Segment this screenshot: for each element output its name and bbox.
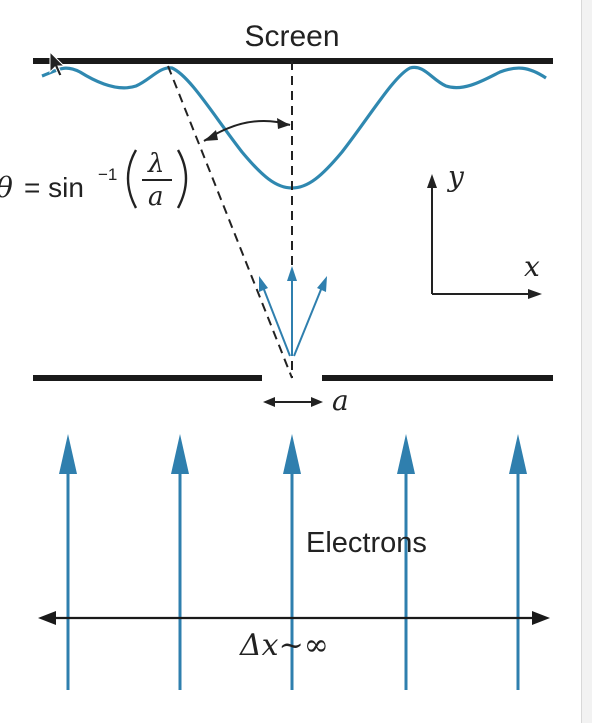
first-minimum-dashed-line xyxy=(167,65,293,379)
slit-width-arrowhead-right xyxy=(311,397,323,407)
angle-arrowhead-left xyxy=(204,130,218,141)
window-edge xyxy=(582,0,592,723)
angle-arrowhead-right xyxy=(277,118,290,129)
mouse-pointer-icon xyxy=(49,50,66,77)
axis-x-arrowhead xyxy=(528,289,542,299)
diffracted-arrows xyxy=(259,266,327,357)
screen-label: Screen xyxy=(244,20,339,53)
left-parenthesis xyxy=(126,149,138,209)
delta-x-indicator: Δx~∞ xyxy=(38,611,550,663)
axis-y-arrowhead xyxy=(427,174,437,188)
angle-theta: θ xyxy=(0,171,13,204)
diffracted-arrowhead-left xyxy=(259,276,268,292)
fraction-numerator: λ xyxy=(147,149,164,179)
delta-x-arrowhead-right xyxy=(532,611,550,625)
delta-x-label: Δx~∞ xyxy=(239,628,329,663)
electron-arrowhead-5 xyxy=(509,434,527,474)
incoming-electron-arrows xyxy=(59,434,527,690)
diffraction-pattern-curve xyxy=(41,65,547,190)
window-edge-line xyxy=(581,0,582,723)
delta-x-arrowhead-left xyxy=(38,611,56,625)
right-parenthesis xyxy=(176,149,188,209)
slit-width-arrowhead-left xyxy=(263,397,275,407)
electron-arrowhead-3 xyxy=(283,434,301,474)
electron-arrowhead-4 xyxy=(397,434,415,474)
axis-y-label: y xyxy=(446,160,465,193)
axis-x-label: x xyxy=(524,250,540,283)
diffracted-arrowhead-center xyxy=(287,266,297,281)
angle-exponent: −1 xyxy=(98,165,117,184)
slit-width-label: a xyxy=(332,384,349,417)
diffracted-arrow-right xyxy=(293,286,323,357)
electron-arrowhead-2 xyxy=(171,434,189,474)
electron-arrowhead-1 xyxy=(59,434,77,474)
angle-equals-sin: = sin xyxy=(24,172,84,203)
angle-formula: θ = sin −1 λ a xyxy=(0,149,188,212)
diffracted-arrowhead-right xyxy=(317,276,327,292)
axes-indicator: y x xyxy=(427,160,542,299)
diffracted-arrow-left xyxy=(262,286,291,357)
slit-width-indicator: a xyxy=(263,384,349,417)
fraction-denominator: a xyxy=(148,182,164,212)
electrons-label: Electrons xyxy=(306,527,427,559)
